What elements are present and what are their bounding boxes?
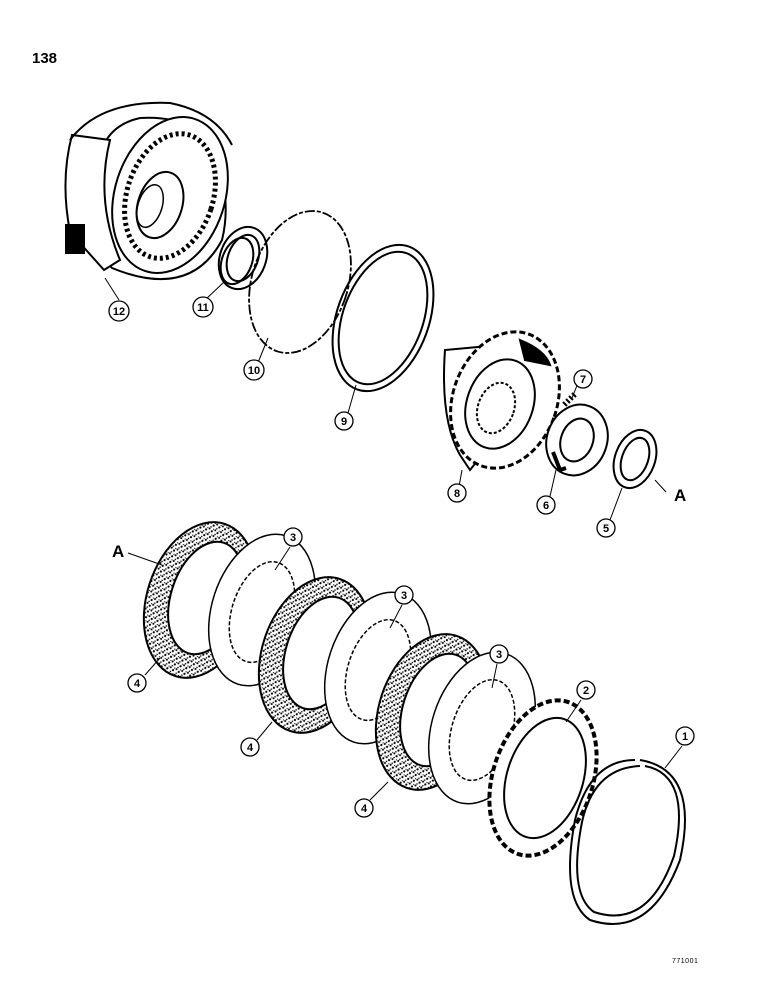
callout-4: 4 <box>240 737 260 757</box>
callout-4b-label: 4 <box>247 742 254 754</box>
reference-mark-a-upper: A <box>674 486 686 505</box>
callout-3: 3 <box>394 585 414 605</box>
callout-1-label: 1 <box>682 731 688 743</box>
callout-7: 7 <box>573 369 593 389</box>
part-5-snap-ring <box>612 428 658 490</box>
callout-8-label: 8 <box>454 488 460 500</box>
part-10-wave-ring <box>248 210 352 354</box>
callout-6: 6 <box>536 495 556 515</box>
callout-11: 11 <box>192 296 214 318</box>
callout-10: 10 <box>243 359 265 381</box>
callout-3c-label: 3 <box>496 649 502 661</box>
callout-3: 3 <box>283 527 303 547</box>
part-8-piston-hub <box>443 330 561 472</box>
callout-9: 9 <box>334 411 354 431</box>
leader-lines <box>104 277 683 801</box>
part-12-clutch-drum <box>64 101 233 281</box>
callout-7-label: 7 <box>580 374 586 386</box>
part-11-thrust-washer <box>217 225 269 291</box>
callout-12-label: 12 <box>113 306 125 318</box>
callout-3: 3 <box>489 644 509 664</box>
callout-2-label: 2 <box>583 685 589 697</box>
callout-6-label: 6 <box>543 500 549 512</box>
callout-9-label: 9 <box>341 416 347 428</box>
part-7-spring <box>562 392 577 407</box>
callout-5: 5 <box>596 518 616 538</box>
part-2-pressure-plate <box>487 698 599 858</box>
callout-8: 8 <box>447 483 467 503</box>
callout-11-label: 11 <box>197 302 209 314</box>
part-6-spring-retainer <box>545 403 609 477</box>
reference-mark-a-lower: A <box>112 542 124 561</box>
figure-code: 771001 <box>672 958 699 965</box>
callout-4: 4 <box>354 798 374 818</box>
callout-12: 12 <box>108 300 130 322</box>
callout-5-label: 5 <box>603 523 609 535</box>
callout-1: 1 <box>675 726 695 746</box>
part-1-snap-ring <box>569 759 686 925</box>
callout-2: 2 <box>576 680 596 700</box>
callout-3a-label: 3 <box>290 532 296 544</box>
part-9-piston-ring <box>331 243 435 393</box>
callout-4c-label: 4 <box>361 803 368 815</box>
page-number: 138 <box>32 50 58 67</box>
callout-3b-label: 3 <box>401 590 407 602</box>
callout-10-label: 10 <box>248 365 260 377</box>
callout-4: 4 <box>127 673 147 693</box>
callout-4a-label: 4 <box>134 678 141 690</box>
